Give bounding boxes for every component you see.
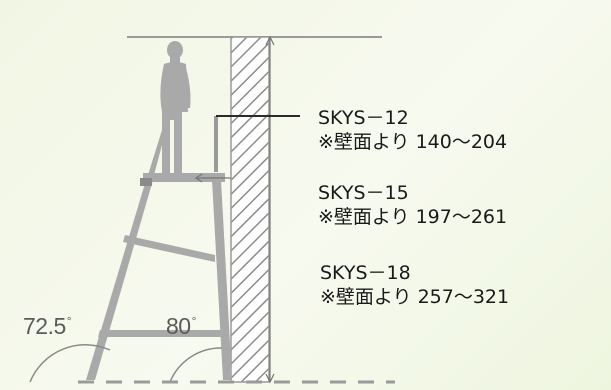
spec-distance: ※壁面より 257～321 bbox=[320, 286, 510, 308]
ladder-angle-unit: ° bbox=[66, 314, 72, 328]
spec-model: SKYS－18 bbox=[320, 262, 411, 284]
wall-angle-arc bbox=[169, 347, 223, 383]
wall-hatched bbox=[230, 36, 270, 383]
spec-distance: ※壁面より 140～204 bbox=[318, 131, 508, 153]
spec-model: SKYS－15 bbox=[318, 182, 409, 204]
ladder-angle-label: 72.5° bbox=[23, 313, 72, 340]
ladder-angle-value: 72.5 bbox=[23, 313, 66, 339]
ladder-angle-arc bbox=[29, 344, 111, 383]
dimension-arrow-bottom bbox=[265, 373, 275, 384]
spec-distance: ※壁面より 197～261 bbox=[318, 206, 508, 228]
spec-skys-18: SKYS－18 ※壁面より 257～321 bbox=[320, 261, 509, 309]
spec-skys-15: SKYS－15 ※壁面より 197～261 bbox=[318, 181, 507, 229]
spec-skys-12: SKYS－12 ※壁面より 140～204 bbox=[318, 106, 507, 154]
spec-model: SKYS－12 bbox=[318, 107, 409, 129]
wall-angle-label: 80° bbox=[166, 313, 196, 340]
wall-angle-value: 80 bbox=[166, 313, 191, 339]
ladder bbox=[86, 115, 300, 380]
wall-angle-unit: ° bbox=[191, 314, 197, 328]
person-silhouette bbox=[158, 41, 191, 180]
dimension-arrow-top bbox=[265, 35, 275, 46]
